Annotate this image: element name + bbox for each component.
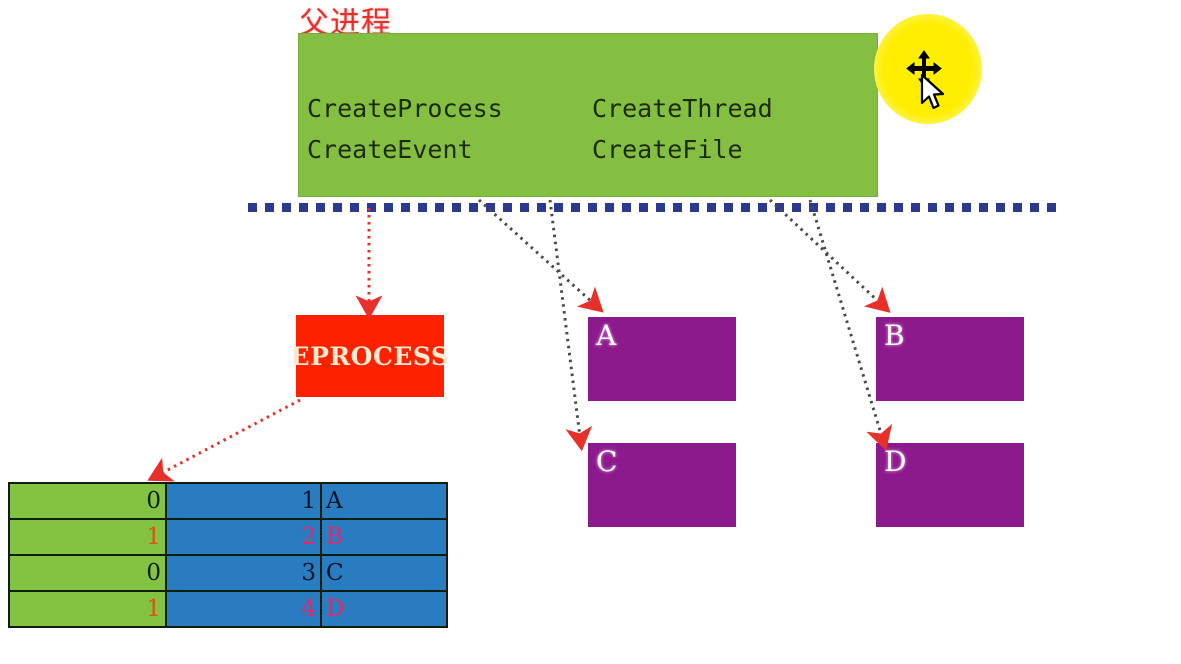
eprocess-box: EPROCESS <box>291 315 449 397</box>
handle-index-cell: 2 <box>165 518 322 556</box>
handle-index-cell: 3 <box>165 554 322 592</box>
eprocess-label: EPROCESS <box>290 341 450 371</box>
handle-flag-cell: 0 <box>8 554 167 592</box>
parent-process-api-box: CreateProcess CreateEvent CreateThread C… <box>298 33 878 197</box>
kernel-object-box-a: A <box>588 317 736 401</box>
handle-flag-cell: 0 <box>8 482 167 520</box>
kernel-object-box-b: B <box>876 317 1024 401</box>
kernel-object-label-b: B <box>884 319 905 352</box>
handle-object-cell: D <box>320 590 448 628</box>
arrow-createevent-to-c <box>548 199 593 452</box>
handle-flag-cell: 1 <box>8 590 167 628</box>
kernel-object-label-a: A <box>596 319 617 352</box>
arrow-createthread-to-a <box>477 198 604 313</box>
arrow-pointer-icon <box>920 74 945 110</box>
api-createprocess: CreateProcess <box>307 94 503 123</box>
arrow-createfile-to-d <box>808 199 893 451</box>
api-createevent: CreateEvent <box>307 135 473 164</box>
handle-object-cell: A <box>320 482 448 520</box>
arrow-eprocess-to-handle-table <box>147 398 301 482</box>
kernel-object-box-d: D <box>876 443 1024 527</box>
api-createfile: CreateFile <box>592 135 743 164</box>
kernel-object-label-c: C <box>596 445 618 478</box>
user-kernel-boundary-line <box>248 203 1064 212</box>
handle-index-cell: 1 <box>165 482 322 520</box>
handle-object-cell: B <box>320 518 448 556</box>
handle-index-cell: 4 <box>165 590 322 628</box>
api-column-left: CreateProcess CreateEvent <box>307 88 503 170</box>
arrow-createfile-to-b <box>768 198 891 313</box>
handle-flag-cell: 1 <box>8 518 167 556</box>
handle-object-cell: C <box>320 554 448 592</box>
kernel-object-label-d: D <box>884 445 907 478</box>
api-column-right: CreateThread CreateFile <box>592 88 773 170</box>
kernel-object-box-c: C <box>588 443 736 527</box>
api-createthread: CreateThread <box>592 94 773 123</box>
